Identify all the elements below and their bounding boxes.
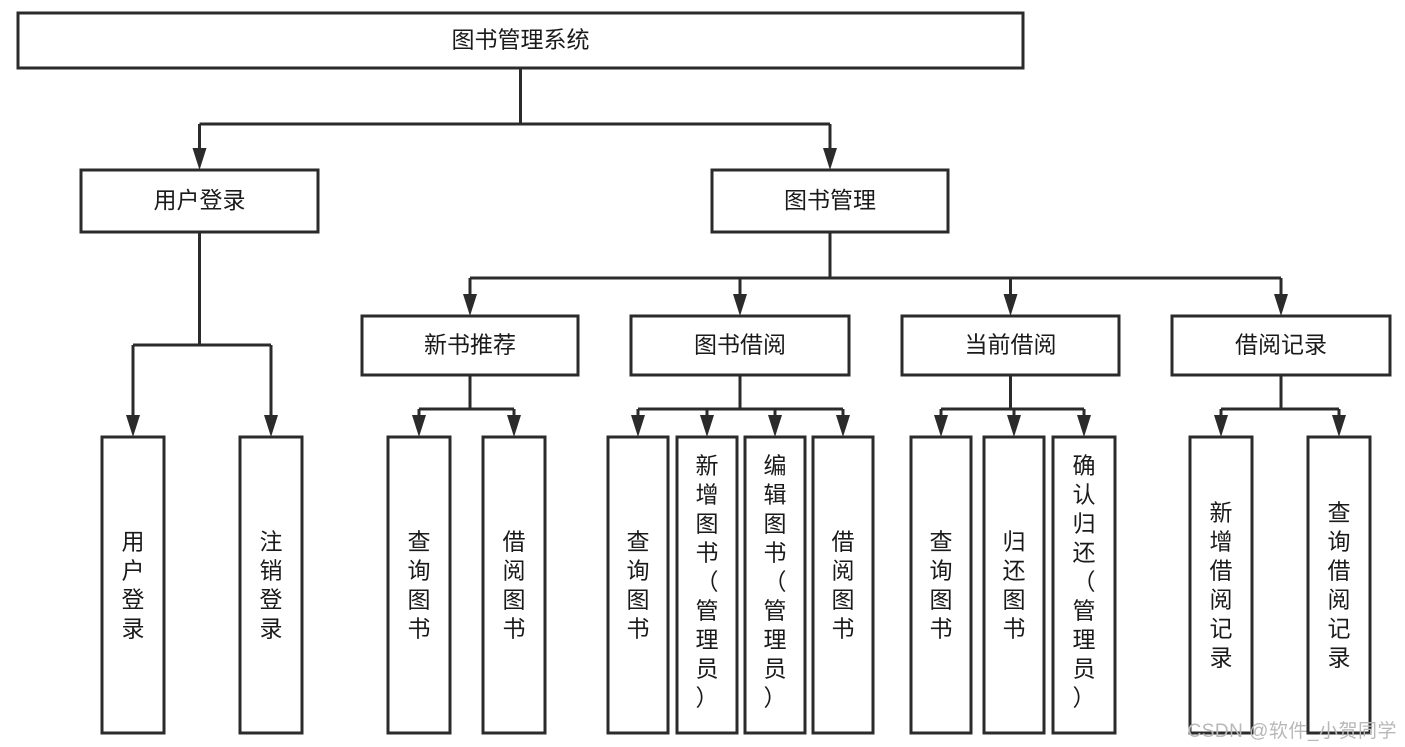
node-box xyxy=(1188,435,1254,735)
arrow-head-icon xyxy=(836,415,850,437)
arrow-head-icon xyxy=(631,415,645,437)
node-l-bw-borrow[interactable]: 借阅图书 xyxy=(811,435,875,735)
node-label: 图书管理系统 xyxy=(452,27,590,53)
arrow-head-icon xyxy=(1007,415,1021,437)
node-label: 查询借阅记录 xyxy=(1328,500,1351,671)
node-box xyxy=(629,314,851,377)
node-label: 归还图书 xyxy=(1003,529,1026,642)
node-l-nb-query[interactable]: 查询图书 xyxy=(386,435,452,735)
arrow-head-icon xyxy=(1077,415,1091,437)
node-label: 借阅图书 xyxy=(503,529,526,642)
arrow-head-icon xyxy=(1214,415,1228,437)
arrow-head-icon xyxy=(507,415,521,437)
node-label: 借阅记录 xyxy=(1235,332,1327,358)
node-n-current[interactable]: 当前借阅 xyxy=(900,314,1121,377)
node-l-cb-return[interactable]: 归还图书 xyxy=(982,435,1046,735)
node-box xyxy=(1051,435,1117,735)
node-l-cb-confirm[interactable]: 确认归还（管理员） xyxy=(1051,435,1117,735)
arrow-head-icon xyxy=(126,415,140,437)
node-box xyxy=(386,435,452,735)
node-box xyxy=(79,168,320,234)
node-label: 新增图书（管理员） xyxy=(696,453,719,711)
arrow-head-icon xyxy=(934,415,948,437)
arrow-head-icon xyxy=(192,148,207,170)
node-label: 确认归还（管理员） xyxy=(1073,453,1096,711)
node-l-cb-query[interactable]: 查询图书 xyxy=(909,435,973,735)
csdn-watermark: CSDN @软件_小贺同学 xyxy=(1187,721,1397,742)
node-label: 借阅图书 xyxy=(832,529,855,642)
node-label: 查询图书 xyxy=(408,529,431,642)
node-box xyxy=(909,435,973,735)
arrow-head-icon xyxy=(1003,294,1018,316)
node-label: 图书借阅 xyxy=(694,332,786,358)
node-label: 新增借阅记录 xyxy=(1210,500,1233,671)
node-layer: 图书管理系统用户登录图书管理新书推荐图书借阅当前借阅借阅记录用户登录注销登录查询… xyxy=(16,11,1392,735)
node-n-new-books[interactable]: 新书推荐 xyxy=(360,314,580,377)
node-label: 新书推荐 xyxy=(424,332,516,358)
node-l-bw-edit[interactable]: 编辑图书（管理员） xyxy=(743,435,807,735)
node-l-nb-borrow[interactable]: 借阅图书 xyxy=(481,435,547,735)
node-label: 编辑图书（管理员） xyxy=(764,453,787,711)
arrow-head-icon xyxy=(700,415,714,437)
node-box xyxy=(900,314,1121,377)
node-l-rc-add[interactable]: 新增借阅记录 xyxy=(1188,435,1254,735)
node-label: 用户登录 xyxy=(154,187,246,213)
node-label: 当前借阅 xyxy=(965,332,1057,358)
node-root[interactable]: 图书管理系统 xyxy=(16,11,1025,70)
node-box xyxy=(1170,314,1392,377)
node-l-rc-query[interactable]: 查询借阅记录 xyxy=(1306,435,1372,735)
arrow-head-icon xyxy=(1332,415,1346,437)
node-n-borrow[interactable]: 图书借阅 xyxy=(629,314,851,377)
node-box xyxy=(710,168,950,234)
node-box xyxy=(360,314,580,377)
node-n-user-login[interactable]: 用户登录 xyxy=(79,168,320,234)
node-box xyxy=(481,435,547,735)
node-label: 图书管理 xyxy=(784,187,876,213)
node-box xyxy=(238,435,304,735)
node-label: 查询图书 xyxy=(930,529,953,642)
node-n-book-mgmt[interactable]: 图书管理 xyxy=(710,168,950,234)
node-l-bw-query[interactable]: 查询图书 xyxy=(606,435,670,735)
node-n-records[interactable]: 借阅记录 xyxy=(1170,314,1392,377)
node-box xyxy=(675,435,739,735)
node-label: 注销登录 xyxy=(260,529,283,642)
node-box xyxy=(100,435,166,735)
node-box xyxy=(743,435,807,735)
node-l-bw-add[interactable]: 新增图书（管理员） xyxy=(675,435,739,735)
node-box xyxy=(1306,435,1372,735)
node-label: 用户登录 xyxy=(122,529,145,642)
node-box xyxy=(811,435,875,735)
arrow-head-icon xyxy=(264,415,278,437)
arrow-head-icon xyxy=(412,415,426,437)
arrow-head-icon xyxy=(823,148,837,170)
node-l-user-login[interactable]: 用户登录 xyxy=(100,435,166,735)
connector-layer xyxy=(126,68,1346,437)
arrow-head-icon xyxy=(1274,294,1288,316)
node-box xyxy=(16,11,1025,70)
node-l-logout[interactable]: 注销登录 xyxy=(238,435,304,735)
arrow-head-icon xyxy=(768,415,782,437)
arrow-head-icon xyxy=(463,294,477,316)
node-box xyxy=(982,435,1046,735)
arrow-head-icon xyxy=(733,294,747,316)
node-label: 查询图书 xyxy=(627,529,650,642)
node-box xyxy=(606,435,670,735)
